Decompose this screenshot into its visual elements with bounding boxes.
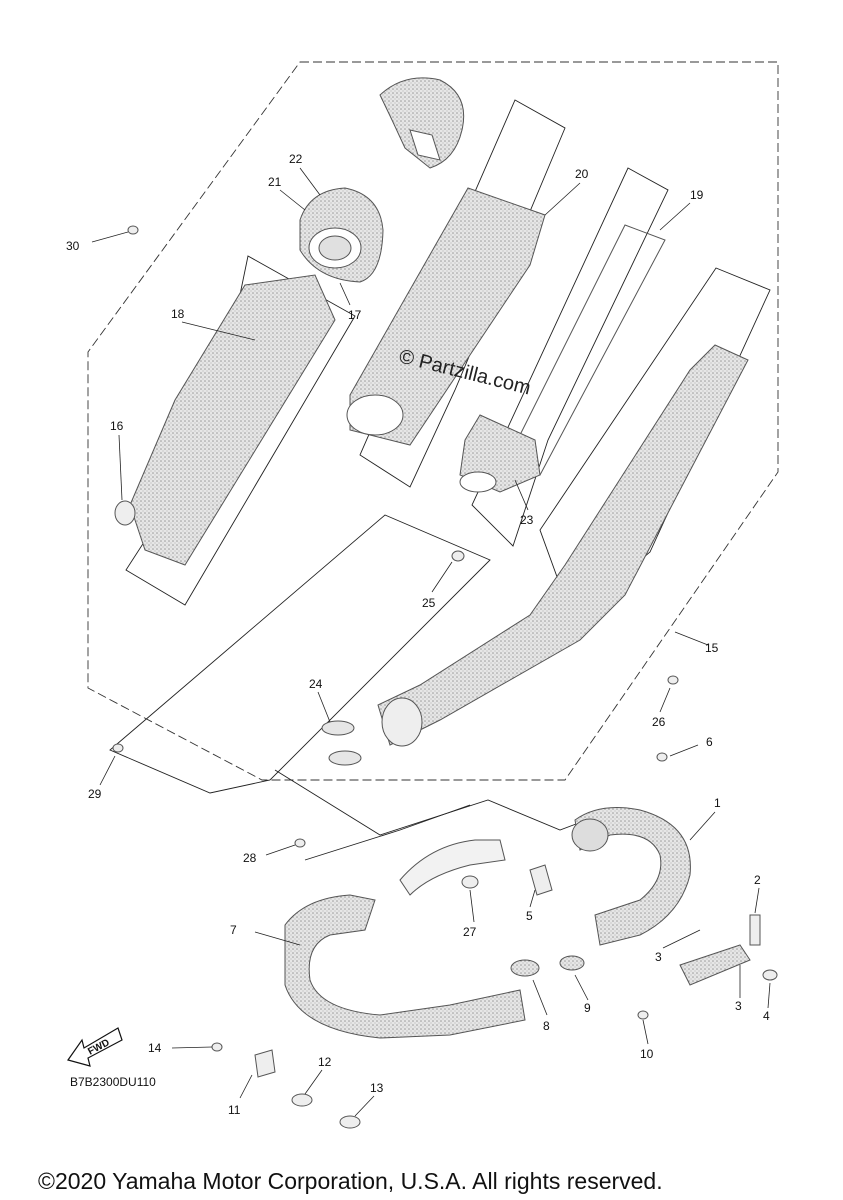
- callout-11: 11: [228, 1103, 241, 1117]
- callout-14: 14: [148, 1041, 162, 1055]
- fwd-label: FWD: [86, 1037, 111, 1057]
- hardware-bolt-30: [127, 225, 139, 235]
- callout-12: 12: [318, 1055, 332, 1069]
- link-pipe-15-end: [381, 697, 423, 747]
- callout-16: 16: [110, 419, 124, 433]
- exhaust-pipe-1: [574, 807, 691, 946]
- callout-4: 4: [763, 1009, 770, 1023]
- callout-3-lower: 3: [735, 999, 742, 1013]
- callout-3-upper: 3: [655, 950, 662, 964]
- callout-18: 18: [171, 307, 185, 321]
- callout-7: 7: [230, 923, 237, 937]
- callout-21: 21: [268, 175, 282, 189]
- group-outline-lower: [109, 514, 491, 794]
- callout-19: 19: [690, 188, 704, 202]
- hardware-gasket-8: [510, 959, 540, 977]
- callout-8: 8: [543, 1019, 550, 1033]
- exhaust-pipe-7-upper: [399, 839, 506, 896]
- fwd-arrow-icon: FWD: [67, 1027, 123, 1067]
- inner-pipe-19: [459, 224, 666, 493]
- hardware-bolt-14: [211, 1042, 223, 1052]
- muffler-assembly-outline: [87, 61, 779, 781]
- hardware-bolt-2: [749, 914, 761, 946]
- hardware-clamp-16: [114, 500, 136, 526]
- hardware-nut-12: [291, 1093, 313, 1107]
- callout-10: 10: [640, 1047, 654, 1061]
- callout-2: 2: [754, 873, 761, 887]
- hardware-bracket-3: [679, 944, 751, 986]
- group-outline-bracket: [274, 769, 601, 836]
- callout-22: 22: [289, 152, 303, 166]
- end-cap-top: [379, 77, 465, 169]
- hardware-nut-4: [762, 969, 778, 981]
- copyright-notice: ©2020 Yamaha Motor Corporation, U.S.A. A…: [38, 1168, 663, 1194]
- hardware-bolt-27: [461, 875, 479, 889]
- hardware-gasket-9: [559, 955, 585, 971]
- hardware-bolt-28: [294, 838, 306, 848]
- callout-24: 24: [309, 677, 323, 691]
- gasket-24: [321, 720, 362, 766]
- callout-6: 6: [706, 735, 713, 749]
- callout-5: 5: [526, 909, 533, 923]
- callout-20: 20: [575, 167, 589, 181]
- hardware-stud-5: [529, 864, 553, 896]
- hardware-gasket-6: [656, 752, 668, 762]
- callout-23: 23: [520, 513, 534, 527]
- hardware-bolt-13: [339, 1115, 361, 1129]
- end-cap-ring: [299, 187, 384, 283]
- hardware-bolt-25: [451, 550, 465, 562]
- hardware-bolt-10: [637, 1010, 649, 1020]
- callout-15: 15: [705, 641, 719, 655]
- callout-17: 17: [348, 308, 362, 322]
- leader-lines: [91, 167, 771, 1117]
- callout-27: 27: [463, 925, 477, 939]
- callout-29: 29: [88, 787, 102, 801]
- callout-26: 26: [652, 715, 666, 729]
- hardware-bolt-11: [254, 1049, 276, 1078]
- group-outline-bracket-2: [304, 804, 471, 861]
- hardware-bolt-29: [112, 743, 124, 753]
- hardware-bolt-26: [667, 675, 679, 685]
- callout-1: 1: [714, 796, 721, 810]
- diagram-code: B7B2300DU110: [70, 1075, 156, 1089]
- heat-shield-18: [129, 274, 336, 566]
- callout-13: 13: [370, 1081, 384, 1095]
- callout-28: 28: [243, 851, 257, 865]
- exhaust-pipe-7: [284, 894, 526, 1039]
- callout-30: 30: [66, 239, 80, 253]
- pipe-flange-1: [571, 818, 609, 852]
- callout-25: 25: [422, 596, 436, 610]
- callout-9: 9: [584, 1001, 591, 1015]
